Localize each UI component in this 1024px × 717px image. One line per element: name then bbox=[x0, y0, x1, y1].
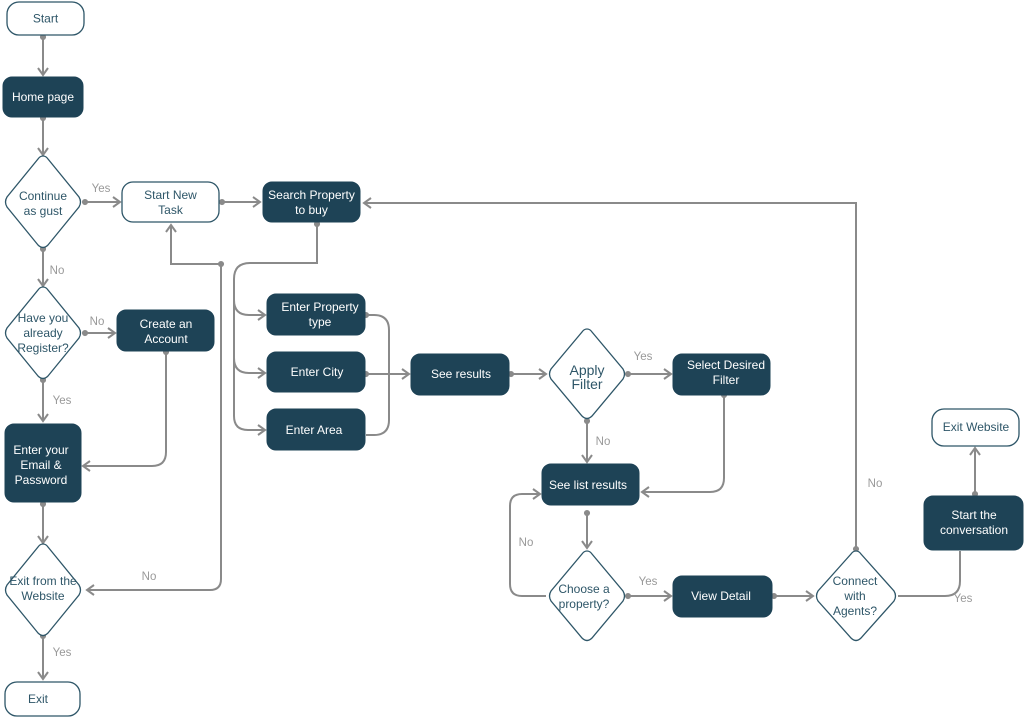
node-home-page: Home page bbox=[2, 76, 84, 118]
node-exit: Exit bbox=[4, 681, 81, 717]
label-continue-no: No bbox=[50, 265, 65, 277]
node-see-results: See results bbox=[410, 353, 510, 396]
edge-account-email bbox=[81, 348, 170, 472]
svg-text:Exit: Exit bbox=[28, 692, 49, 706]
label-register-no: No bbox=[90, 316, 105, 328]
edge-connect-no bbox=[362, 197, 860, 553]
label-register-yes: Yes bbox=[53, 395, 72, 407]
svg-text:Start: Start bbox=[33, 12, 59, 26]
label-filter-yes: Yes bbox=[634, 351, 653, 363]
label-exit-yes: Yes bbox=[53, 647, 72, 659]
label-continue-yes: Yes bbox=[92, 183, 111, 195]
svg-text:Home page: Home page bbox=[12, 90, 74, 104]
label-choose-no: No bbox=[519, 537, 534, 549]
edge-labels: Yes No No Yes No Yes Yes No No Yes No Ye… bbox=[50, 183, 973, 659]
label-filter-no: No bbox=[596, 436, 611, 448]
edge-connect-yes bbox=[898, 551, 961, 597]
node-exit-website: Exit Website bbox=[931, 408, 1020, 447]
node-enter-city: Enter City bbox=[266, 351, 366, 393]
label-exit-no: No bbox=[142, 571, 157, 583]
svg-text:Enter City: Enter City bbox=[291, 365, 344, 379]
node-start: Start bbox=[6, 1, 85, 36]
edge-branch-type bbox=[233, 299, 267, 321]
edge-branch-city bbox=[233, 357, 267, 379]
svg-text:See results: See results bbox=[431, 367, 491, 381]
svg-text:Enter Area: Enter Area bbox=[286, 423, 343, 437]
label-connect-no: No bbox=[868, 478, 883, 490]
svg-text:See list results: See list results bbox=[549, 478, 627, 492]
edge-exitq-newtask bbox=[165, 223, 221, 265]
node-enter-area: Enter Area bbox=[266, 408, 366, 451]
node-view-detail: View Detail bbox=[672, 575, 773, 618]
connectors bbox=[37, 33, 981, 681]
edge-select-list bbox=[640, 391, 728, 498]
label-choose-yes: Yes bbox=[639, 576, 658, 588]
svg-text:Exit Website: Exit Website bbox=[943, 420, 1010, 434]
edge-search-branches bbox=[233, 220, 321, 436]
edge-exitq-no bbox=[85, 260, 225, 596]
node-see-list-results: See list results bbox=[541, 463, 640, 506]
svg-text:View Detail: View Detail bbox=[691, 589, 751, 603]
label-connect-yes: Yes bbox=[954, 593, 973, 605]
